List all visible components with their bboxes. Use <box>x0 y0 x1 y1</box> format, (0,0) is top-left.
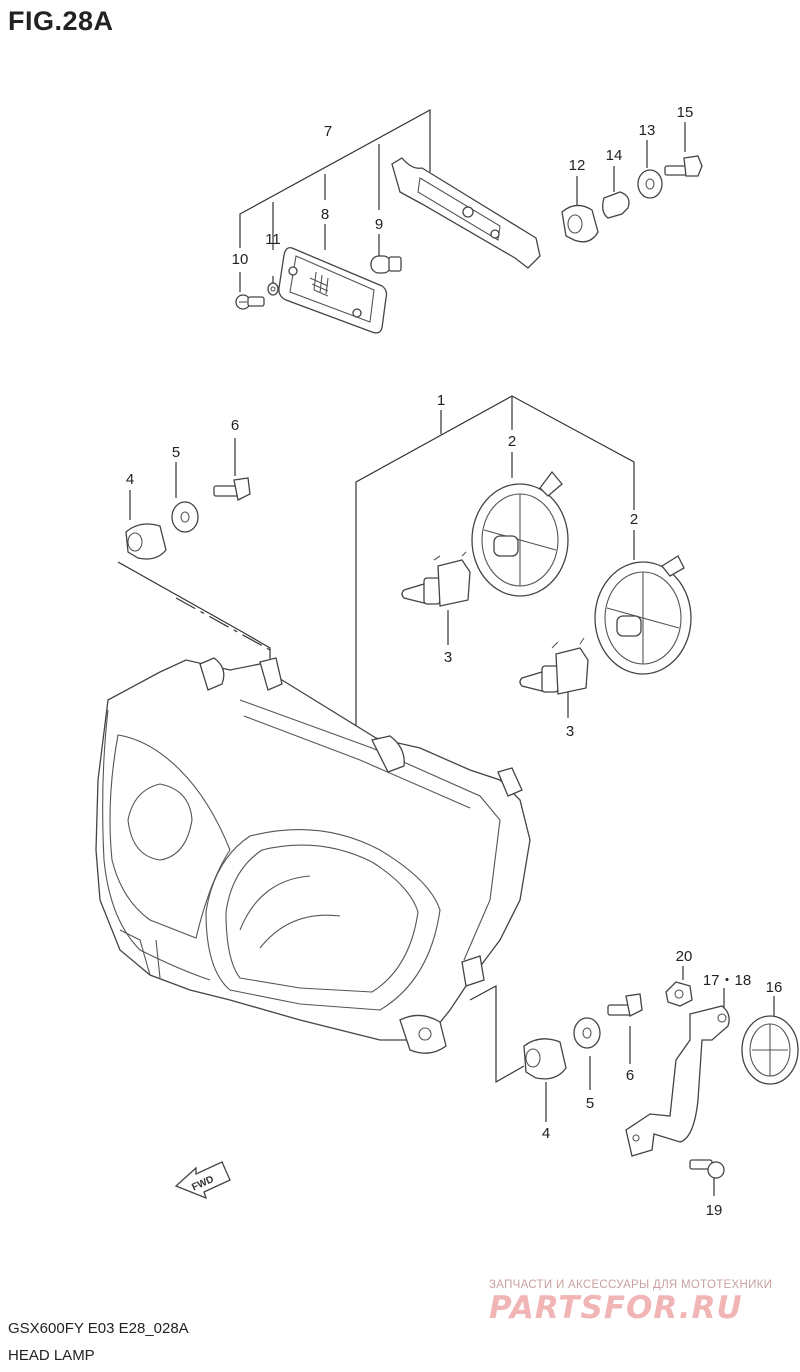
callout-11: 11 <box>265 231 281 248</box>
nut-part-20 <box>665 966 693 1007</box>
callout-3-lower: 3 <box>566 723 574 740</box>
callout-19: 19 <box>706 1202 723 1219</box>
callout-13: 13 <box>639 122 656 139</box>
callout-7: 7 <box>324 123 332 140</box>
callout-5-lower: 5 <box>586 1095 594 1112</box>
bolt-part-15 <box>664 122 703 177</box>
bracket-part-17-18 <box>625 988 730 1157</box>
callout-8: 8 <box>321 206 329 223</box>
callout-4-lower: 4 <box>542 1125 550 1142</box>
bulb-cover-part-2-upper <box>471 470 569 597</box>
fwd-direction-arrow: FWD <box>174 1161 231 1200</box>
callout-14: 14 <box>606 147 623 164</box>
callout-2-lower: 2 <box>630 511 638 528</box>
washer-part-11 <box>267 282 279 296</box>
figure-caption: HEAD LAMP <box>8 1347 95 1364</box>
grommet-part-4-lower <box>523 1038 567 1080</box>
lamp-socket-bracket <box>391 157 541 269</box>
callout-20: 20 <box>676 948 693 965</box>
leader-lines-group-1 <box>355 395 635 730</box>
callout-16: 16 <box>766 979 783 996</box>
position-lamp-lens-part-8 <box>278 247 388 334</box>
headlamp-housing <box>95 657 531 1054</box>
callout-3-upper: 3 <box>444 649 452 666</box>
screw-part-10 <box>235 294 265 310</box>
screw-part-19 <box>689 1159 725 1196</box>
callout-12: 12 <box>569 157 586 174</box>
position-lamp-bulb-part-9 <box>370 255 402 274</box>
callout-9: 9 <box>375 216 383 233</box>
grommet-part-12 <box>561 176 599 243</box>
figure-title: FIG.28A <box>8 6 114 36</box>
leader-lines-group-7 <box>239 108 431 292</box>
collar-part-14 <box>602 166 630 219</box>
callout-6-upper: 6 <box>231 417 239 434</box>
mount-leader-upper-left <box>117 438 271 662</box>
washer-part-5-lower <box>573 1017 601 1049</box>
watermark-logo: PARTSFOR.RU <box>489 1290 743 1326</box>
washer-part-13 <box>637 140 663 199</box>
callout-15: 15 <box>677 104 694 121</box>
headlamp-bulb-part-3-lower <box>519 637 589 695</box>
cap-part-16 <box>741 996 799 1085</box>
callout-1: 1 <box>437 392 445 409</box>
washer-part-5-upper <box>171 501 199 533</box>
callout-4-upper: 4 <box>126 471 134 488</box>
callout-2-upper: 2 <box>508 433 516 450</box>
callout-17-18: 17・18 <box>703 972 751 989</box>
callout-6-lower: 6 <box>626 1067 634 1084</box>
headlamp-bulb-part-3-upper <box>401 551 471 607</box>
bolt-part-6-upper <box>213 477 251 501</box>
mount-leader-lower <box>469 984 631 1122</box>
figure-code: GSX600FY E03 E28_028A <box>8 1320 189 1337</box>
callout-numbers: 7 8 9 10 11 12 13 14 15 1 2 2 3 3 4 5 6 … <box>126 104 783 1219</box>
watermark-tagline: ЗАПЧАСТИ И АКСЕССУАРЫ ДЛЯ МОТОТЕХНИКИ <box>489 1279 773 1291</box>
bulb-cover-part-2-lower <box>594 555 692 675</box>
callout-10: 10 <box>232 251 249 268</box>
bolt-part-6-lower <box>607 993 643 1017</box>
callout-5-upper: 5 <box>172 444 180 461</box>
grommet-part-4-upper <box>125 523 167 560</box>
